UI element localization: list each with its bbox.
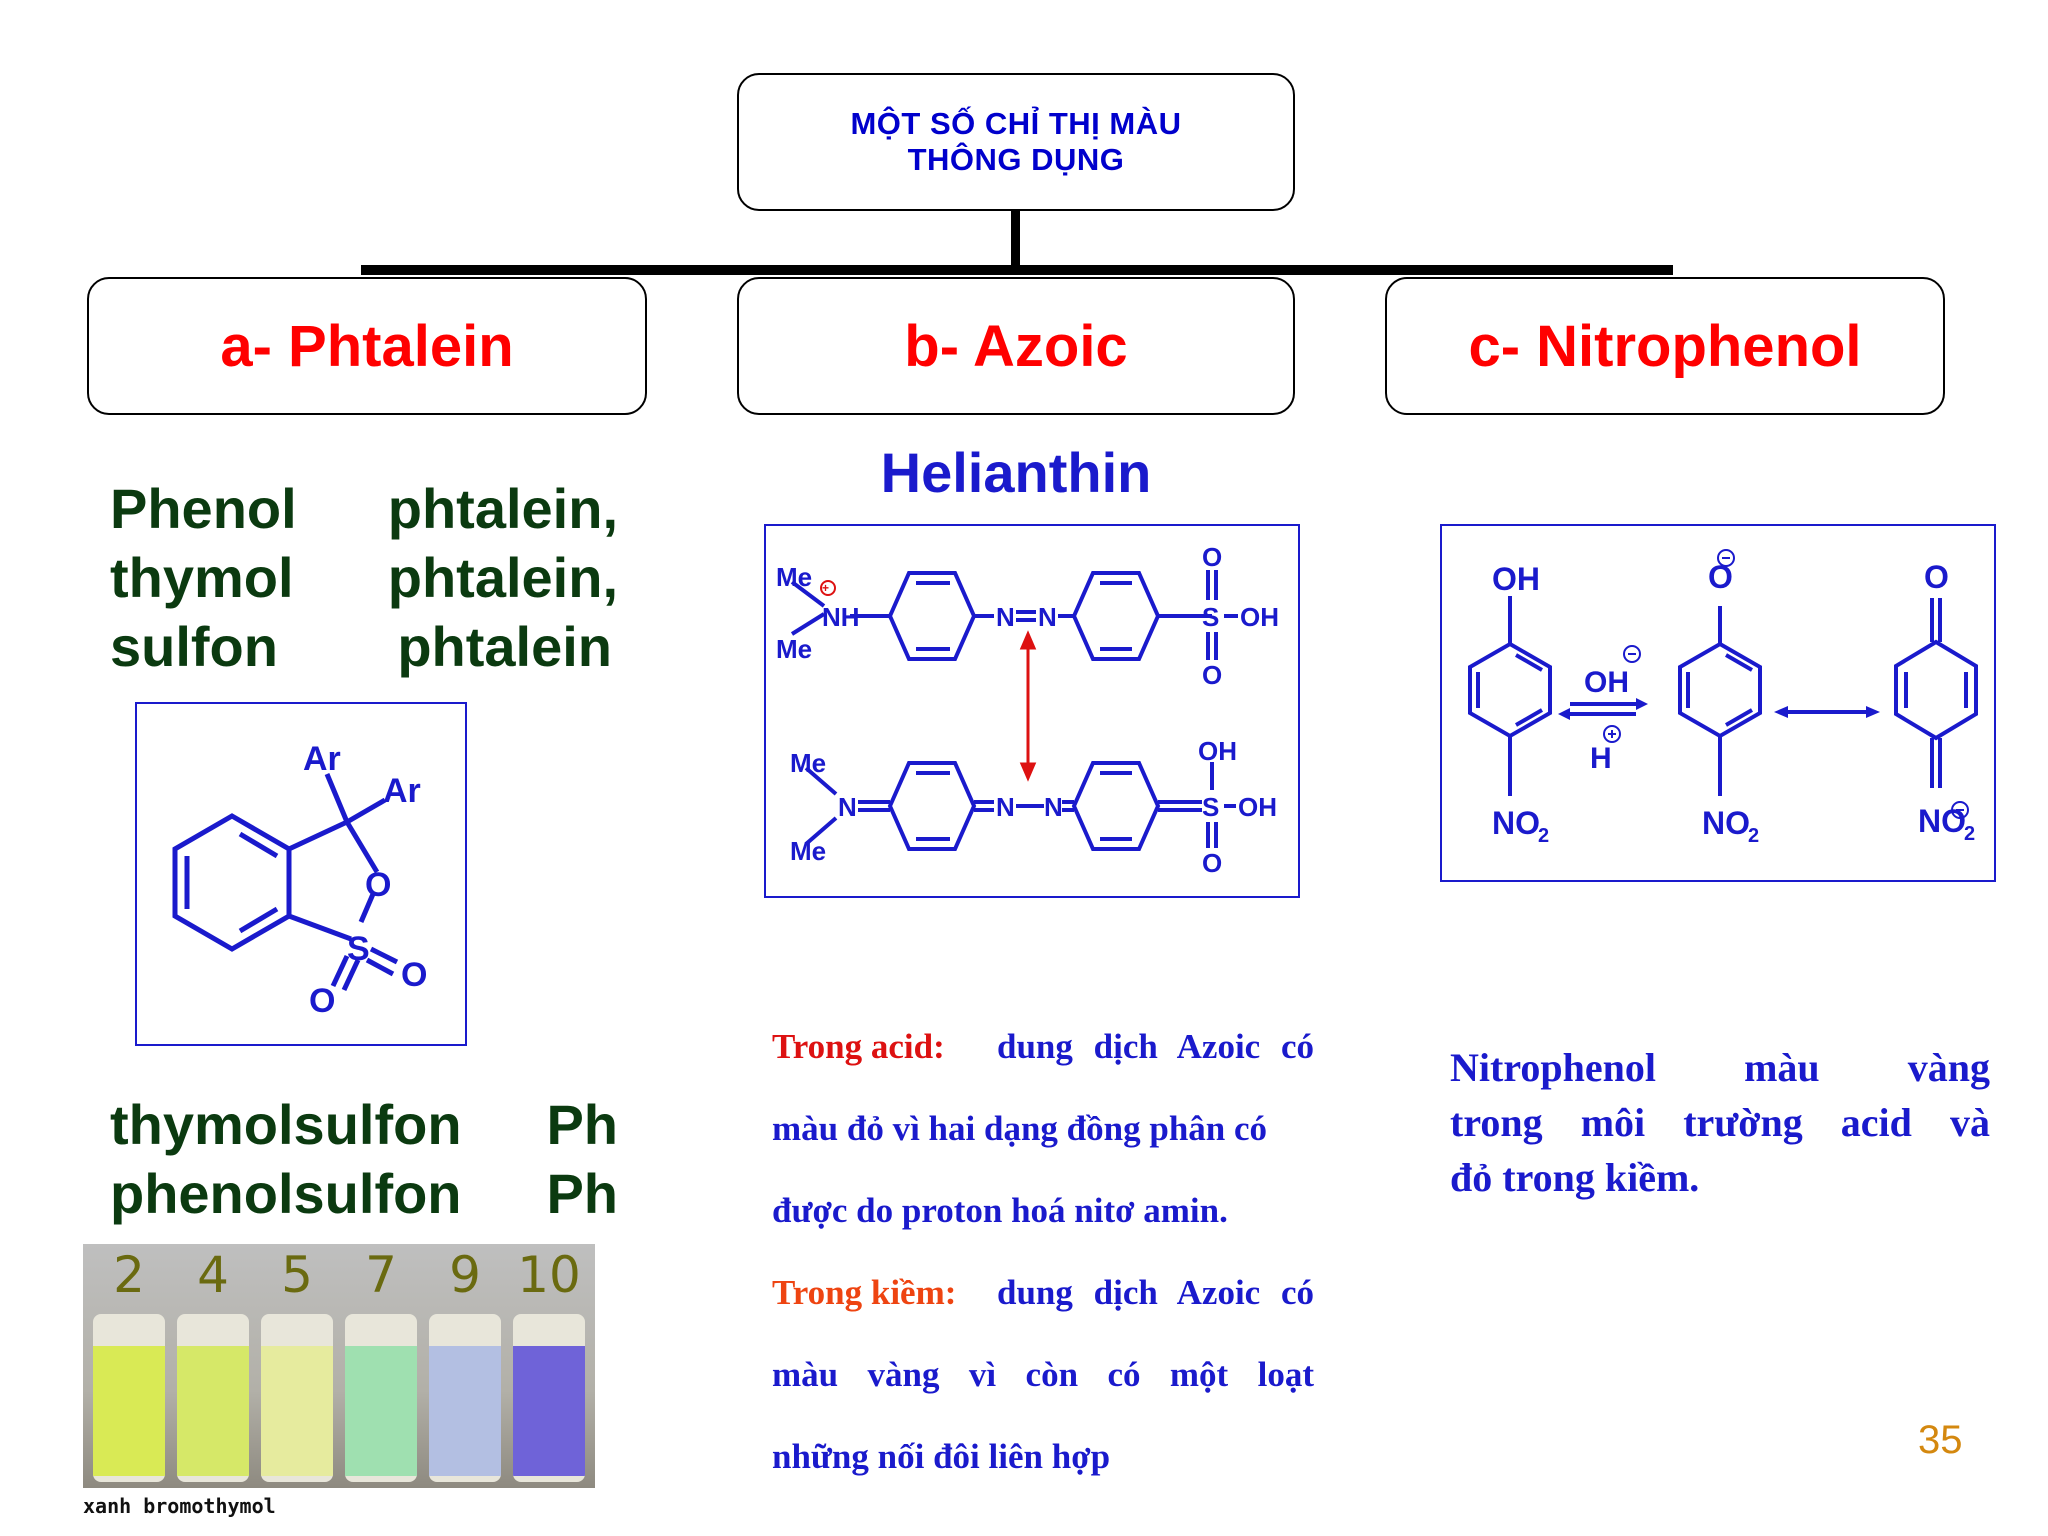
methyl-label: Me xyxy=(776,562,812,592)
phtalein-name-row: Phenol phtalein, xyxy=(110,477,618,540)
azoic-description: Trong acid: dung dịch Azoic có màu đỏ vì… xyxy=(772,1006,1314,1498)
oxygen-label: O xyxy=(1202,542,1222,572)
phtalein-name-row: thymolsulfon Ph xyxy=(110,1093,618,1156)
connector-horizontal xyxy=(361,265,1673,275)
oxygen-label: O xyxy=(365,866,391,904)
vial-number: 5 xyxy=(281,1246,313,1304)
helianthin-structure: + Me NH Me N N O S OH O Me N Me N N OH S… xyxy=(776,542,1279,878)
sulfur-label: S xyxy=(1202,792,1219,822)
helianthin-title: Helianthin xyxy=(880,441,1152,504)
nitrophenol-structure: OH NO 2 OH H O NO 2 O NO 2 xyxy=(1468,549,1978,847)
methyl-label: Me xyxy=(790,836,826,866)
hydroxyl-label: OH xyxy=(1240,602,1279,632)
vial-number: 4 xyxy=(197,1246,229,1304)
hydroxyl-label: OH xyxy=(1492,561,1540,597)
nitrogen-label: N xyxy=(1044,792,1063,822)
sulfonphtalein-structure: Ar Ar O S O O xyxy=(172,740,427,1020)
oxygen-label: O xyxy=(1924,559,1949,595)
category-box-nitrophenol: c- Nitrophenol xyxy=(1385,277,1945,415)
subscript-label: 2 xyxy=(1964,823,1975,845)
category-title-azoic: b- Azoic xyxy=(904,313,1128,379)
subscript-label: 2 xyxy=(1748,825,1759,847)
nitrophenol-line: đỏ trong kiềm. xyxy=(1450,1155,1700,1200)
oxygen-label: O xyxy=(1202,848,1222,878)
phtalein-lower-names: thymolsulfon Ph phenolsulfon Ph xyxy=(110,1090,618,1228)
ar-label: Ar xyxy=(303,740,341,778)
hydroxyl-label: OH xyxy=(1238,792,1277,822)
nitro-label: NO xyxy=(1702,805,1750,841)
phtalein-names: Phenol phtalein, thymol phtalein, sulfon… xyxy=(110,474,618,681)
ar-label: Ar xyxy=(383,772,421,810)
proton-label: H xyxy=(1590,742,1612,775)
category-title-nitrophenol: c- Nitrophenol xyxy=(1468,313,1862,379)
sulfonphtalein-structure-panel: Ar Ar O S O O xyxy=(135,702,467,1046)
vial-glass xyxy=(513,1314,585,1482)
vial: 2 xyxy=(89,1244,169,1488)
sulfur-label: S xyxy=(1202,602,1219,632)
azoic-line: những nối đôi liên hợp xyxy=(772,1437,1111,1476)
nitrophenol-structure-panel: OH NO 2 OH H O NO 2 O NO 2 xyxy=(1440,524,1996,882)
nitrogen-label: N xyxy=(838,792,857,822)
phtalein-name-row: thymol phtalein, xyxy=(110,546,618,609)
chart-title-box: MỘT SỐ CHỈ THỊ MÀU THÔNG DỤNG xyxy=(737,73,1295,211)
oxygen-label: O xyxy=(401,956,427,994)
methyl-label: Me xyxy=(790,748,826,778)
vial: 5 xyxy=(257,1244,337,1488)
sulfur-label: S xyxy=(347,930,370,968)
azoic-line: màu đỏ vì hai dạng đồng phân có xyxy=(772,1109,1268,1148)
vial-number: 7 xyxy=(365,1246,397,1304)
vial-liquid xyxy=(513,1346,585,1476)
nitrophenol-line: Nitrophenol màu vàng xyxy=(1450,1045,1990,1090)
oxygen-label: O xyxy=(1202,660,1222,690)
vial-liquid xyxy=(93,1346,165,1476)
svg-text:+: + xyxy=(822,581,829,595)
vial: 10 xyxy=(509,1244,589,1488)
nitrophenol-line: trong môi trường acid và xyxy=(1450,1100,1990,1145)
nitrogen-label: N xyxy=(996,792,1015,822)
connector-vertical xyxy=(1011,211,1020,265)
vial-liquid xyxy=(429,1346,501,1476)
vial-liquid xyxy=(261,1346,333,1476)
photo-caption: xanh bromothymol xyxy=(83,1494,276,1518)
nitro-label: NO xyxy=(1492,805,1540,841)
category-box-azoic: b- Azoic xyxy=(737,277,1295,415)
vial-liquid xyxy=(177,1346,249,1476)
phtalein-name-row: phenolsulfon Ph xyxy=(110,1162,618,1225)
nitrophenol-description: Nitrophenol màu vàng trong môi trường ac… xyxy=(1450,1040,1990,1205)
chart-title: MỘT SỐ CHỈ THỊ MÀU THÔNG DỤNG xyxy=(850,106,1182,177)
vial-number: 2 xyxy=(113,1246,145,1304)
category-title-phtalein: a- Phtalein xyxy=(220,313,514,379)
hydroxyl-label: OH xyxy=(1198,736,1237,766)
vial-glass xyxy=(93,1314,165,1482)
hydroxide-label: OH xyxy=(1584,666,1629,699)
phtalein-name-row: sulfon phtalein xyxy=(110,615,612,678)
azoic-line: Trong acid: dung dịch Azoic có xyxy=(772,1027,1314,1066)
page-number: 35 xyxy=(1918,1418,1963,1462)
azoic-line: màu vàng vì còn có một loạt xyxy=(772,1355,1314,1394)
nh-label: NH xyxy=(822,602,860,632)
methyl-label: Me xyxy=(776,634,812,664)
category-box-phtalein: a- Phtalein xyxy=(87,277,647,415)
azoic-line: Trong kiềm: dung dịch Azoic có xyxy=(772,1273,1314,1312)
vial-glass xyxy=(177,1314,249,1482)
vial-glass xyxy=(345,1314,417,1482)
nitro-label: NO xyxy=(1918,803,1966,839)
vial-number: 10 xyxy=(517,1246,581,1304)
vial-number: 9 xyxy=(449,1246,481,1304)
vial-liquid xyxy=(345,1346,417,1476)
vial-glass xyxy=(429,1314,501,1482)
oxygen-label: O xyxy=(1708,559,1733,595)
vial: 4 xyxy=(173,1244,253,1488)
subscript-label: 2 xyxy=(1538,825,1549,847)
helianthin-structure-panel: + Me NH Me N N O S OH O Me N Me N N OH S… xyxy=(764,524,1300,898)
nitrogen-label: N xyxy=(996,602,1015,632)
oxygen-label: O xyxy=(309,982,335,1020)
azoic-line: được do proton hoá nitơ amin. xyxy=(772,1191,1228,1230)
vial: 9 xyxy=(425,1244,505,1488)
nitrogen-label: N xyxy=(1038,602,1057,632)
vial-glass xyxy=(261,1314,333,1482)
vial: 7 xyxy=(341,1244,421,1488)
